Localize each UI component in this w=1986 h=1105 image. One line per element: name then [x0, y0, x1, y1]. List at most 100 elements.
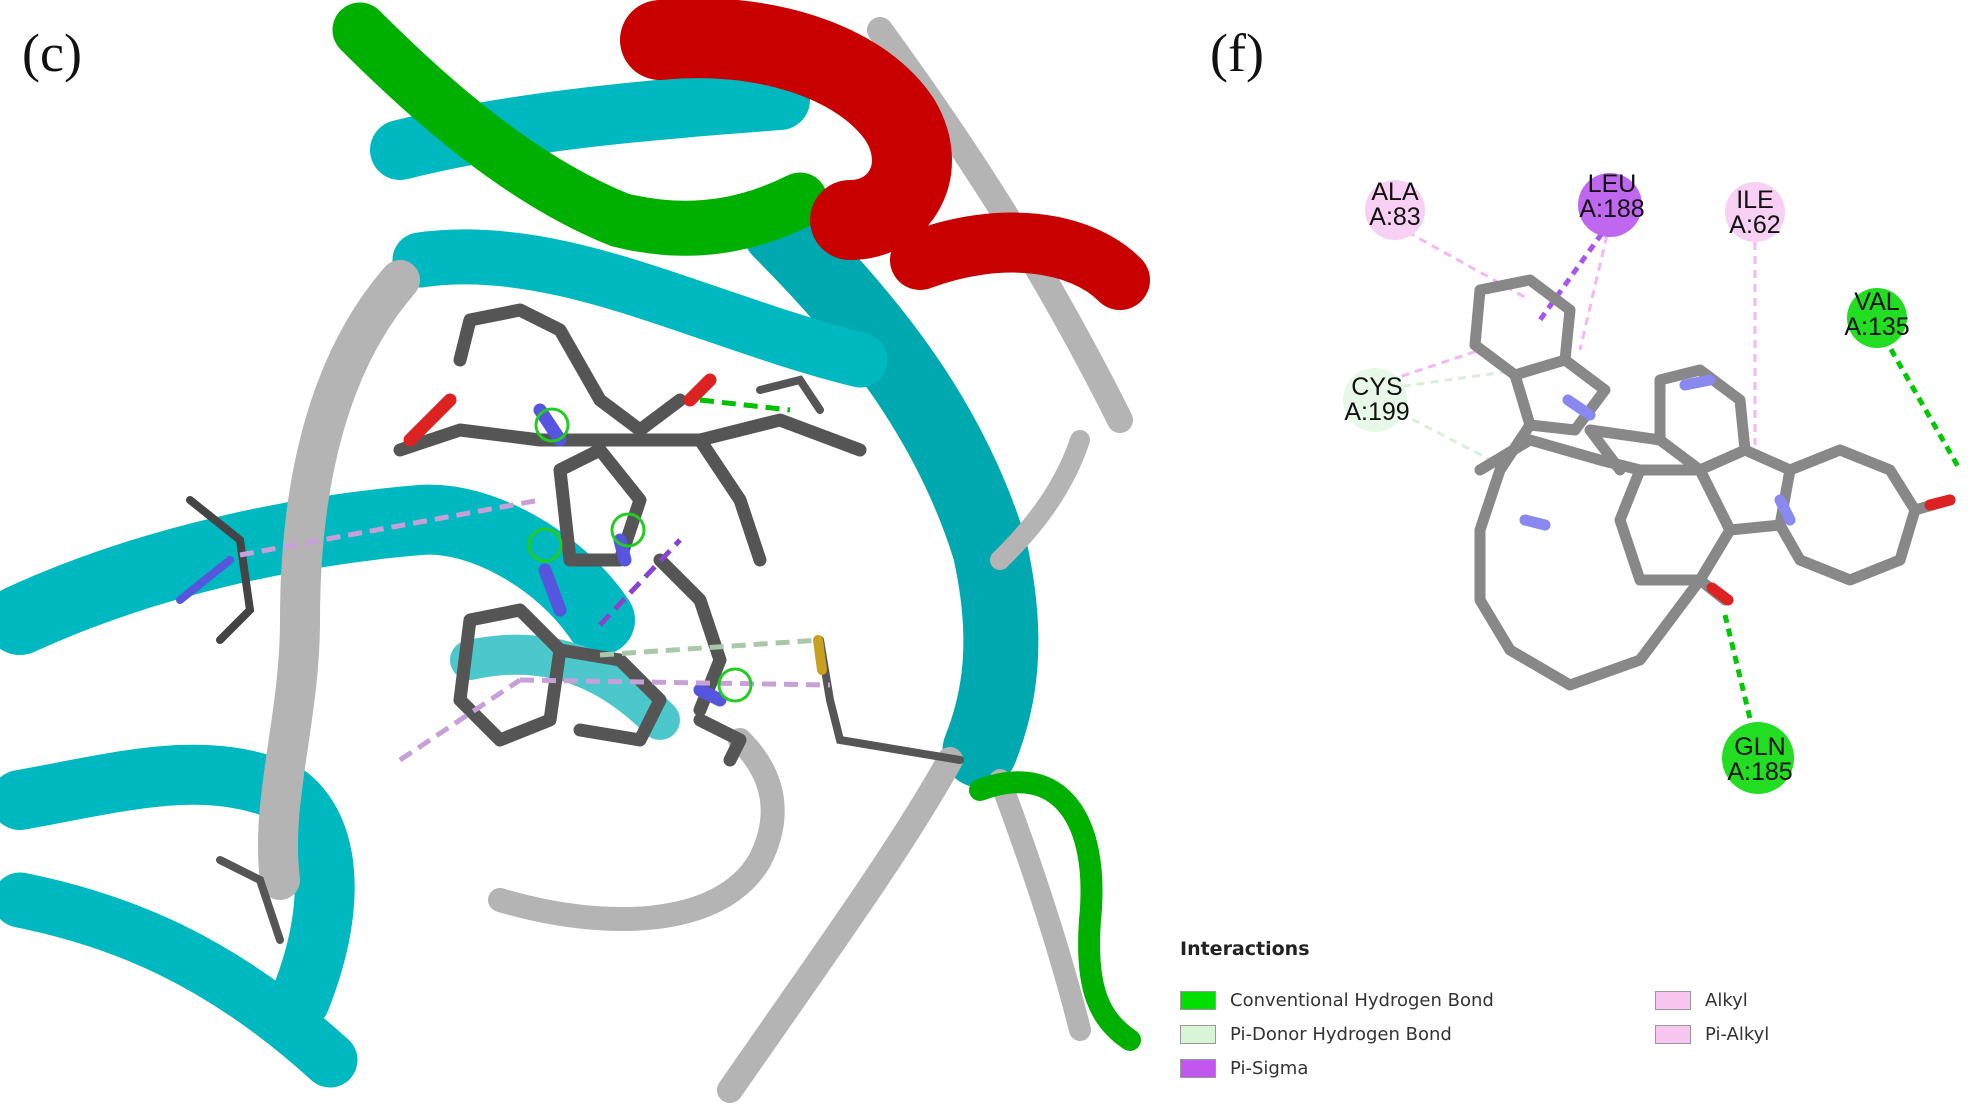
panel-label-f: (f): [1210, 23, 1264, 83]
sheet-ribbon-right: [742, 192, 1039, 788]
legend-item-pi-alkyl: Pi-Alkyl: [1655, 1022, 1769, 1046]
residue-stick-sulfur-atom: [813, 635, 827, 675]
legend-item-pi-donor-hbond: Pi-Donor Hydrogen Bond: [1180, 1022, 1452, 1046]
coil-right-upper: [990, 430, 1090, 570]
dash-pi-sigma: [598, 538, 682, 627]
label-leu188-pos: A:188: [1579, 195, 1644, 223]
legend-label: Conventional Hydrogen Bond: [1230, 989, 1494, 1011]
label-gln185-name: GLN: [1734, 733, 1785, 761]
dash-pi-alkyl-lower: [398, 677, 522, 763]
label-ile62-name: ILE: [1736, 186, 1774, 214]
label-ile62-pos: A:62: [1729, 211, 1780, 239]
ring-seven: [1774, 444, 1921, 586]
ligand-heteroatoms: [403, 373, 727, 707]
label-leu188-name: LEU: [1588, 170, 1637, 198]
sheet-ribbon-upper-mid: [392, 229, 888, 388]
legend-swatch: [1180, 1024, 1216, 1044]
ligand-side-arm: [693, 433, 767, 567]
ligand-lower-arm: [693, 713, 747, 767]
line-cys199-b: [1374, 398, 1511, 472]
ligand-right-branch: [653, 553, 727, 717]
dash-alkyl-center: [519, 677, 831, 688]
centroid-marker-2: [527, 527, 563, 563]
label-val135-pos: A:135: [1844, 313, 1909, 341]
residue-discs: [1343, 173, 1907, 794]
nitrogen-bond-macrocycle: [533, 403, 567, 447]
residue-stick-left-n: [176, 556, 234, 604]
oxygen-bond-top: [683, 373, 717, 407]
disc-gln185: [1722, 722, 1794, 794]
residue-sticks-3d: [176, 375, 964, 944]
interactions-legend: Interactions Conventional Hydrogen Bond …: [1180, 938, 1940, 1088]
disc-cys199: [1343, 368, 1407, 432]
dash-pi-alkyl-left: [239, 497, 541, 558]
turn-top-left: [332, 2, 828, 256]
n-pyridine: [1679, 374, 1716, 391]
legend-item-pi-sigma: Pi-Sigma: [1180, 1056, 1308, 1080]
o-seven-ring: [1924, 494, 1956, 511]
centroid-marker-1: [534, 407, 570, 443]
sheet-ribbon-bottom-left: [0, 872, 358, 1088]
disc-leu188: [1578, 173, 1642, 237]
disc-ala83: [1365, 180, 1425, 240]
line-val135: [1874, 323, 1963, 472]
line-gln185: [1722, 614, 1763, 761]
ligand-chain-mid: [393, 413, 867, 457]
ligand-indole-five: [553, 643, 667, 747]
o-side-chain: [1706, 582, 1734, 606]
n-macrocycle: [1519, 514, 1551, 531]
residue-stick-bottom-left: [216, 856, 284, 944]
protein-helix-ribbons: [620, 0, 1150, 310]
legend-item-alkyl: Alkyl: [1655, 988, 1748, 1012]
legend-swatch: [1180, 990, 1216, 1010]
label-val135-name: VAL: [1854, 288, 1899, 316]
legend-item-conventional-hbond: Conventional Hydrogen Bond: [1180, 988, 1494, 1012]
legend-swatch: [1180, 1058, 1216, 1078]
ligand-heteroatoms-2d: [1519, 374, 1956, 606]
legend-title: Interactions: [1180, 938, 1310, 960]
coil-left-loop: [258, 260, 420, 900]
line-cys199-a: [1374, 368, 1521, 392]
helix-right: [890, 212, 1150, 310]
ring-indole-five: [1509, 354, 1611, 436]
panel-label-c: (c): [22, 23, 82, 83]
ligand-sticks-3d: [393, 303, 867, 767]
nitrogen-bond-lower: [693, 683, 727, 707]
centroid-marker-4: [717, 667, 753, 703]
centroid-markers: [527, 407, 753, 703]
legend-swatch: [1655, 1024, 1691, 1044]
protein-turn-ribbons: [332, 2, 1141, 1051]
legend-label: Pi-Donor Hydrogen Bond: [1230, 1023, 1452, 1045]
ligand-macrocycle-upper: [453, 303, 687, 437]
n-pyrrole: [1774, 494, 1796, 526]
sheet-ribbon-center-shade: [450, 634, 680, 740]
legend-label: Alkyl: [1705, 989, 1748, 1011]
line-leu188-b: [1578, 221, 1612, 351]
ligand-pyrrole: [553, 443, 647, 567]
n-indole: [1562, 394, 1596, 421]
label-cys199-pos: A:199: [1344, 398, 1409, 426]
coil-right-strand: [989, 769, 1091, 1041]
ring-benzo: [1614, 464, 1736, 586]
label-ala83-pos: A:83: [1369, 203, 1420, 231]
disc-val135: [1847, 288, 1907, 348]
label-ala83-name: ALA: [1371, 178, 1419, 206]
oxygen-bond-left: [403, 393, 457, 447]
centroid-marker-3: [610, 512, 646, 548]
coil-lower-right: [717, 747, 963, 1103]
legend-label: Pi-Sigma: [1230, 1057, 1309, 1079]
dash-pi-donor: [599, 637, 821, 658]
label-gln185-pos: A:185: [1727, 758, 1792, 786]
dash-hbond-top: [699, 397, 791, 413]
label-cys199-name: CYS: [1351, 373, 1402, 401]
macrocycle: [1474, 419, 1706, 691]
residue-stick-top: [756, 375, 824, 414]
residue-stick-left: [186, 496, 255, 644]
legend-swatch: [1655, 990, 1691, 1010]
line-leu188: [1537, 220, 1613, 322]
legend-label: Pi-Alkyl: [1705, 1023, 1770, 1045]
coil-bottom-loop: [488, 728, 785, 932]
interaction-dashes-3d: [239, 397, 831, 763]
